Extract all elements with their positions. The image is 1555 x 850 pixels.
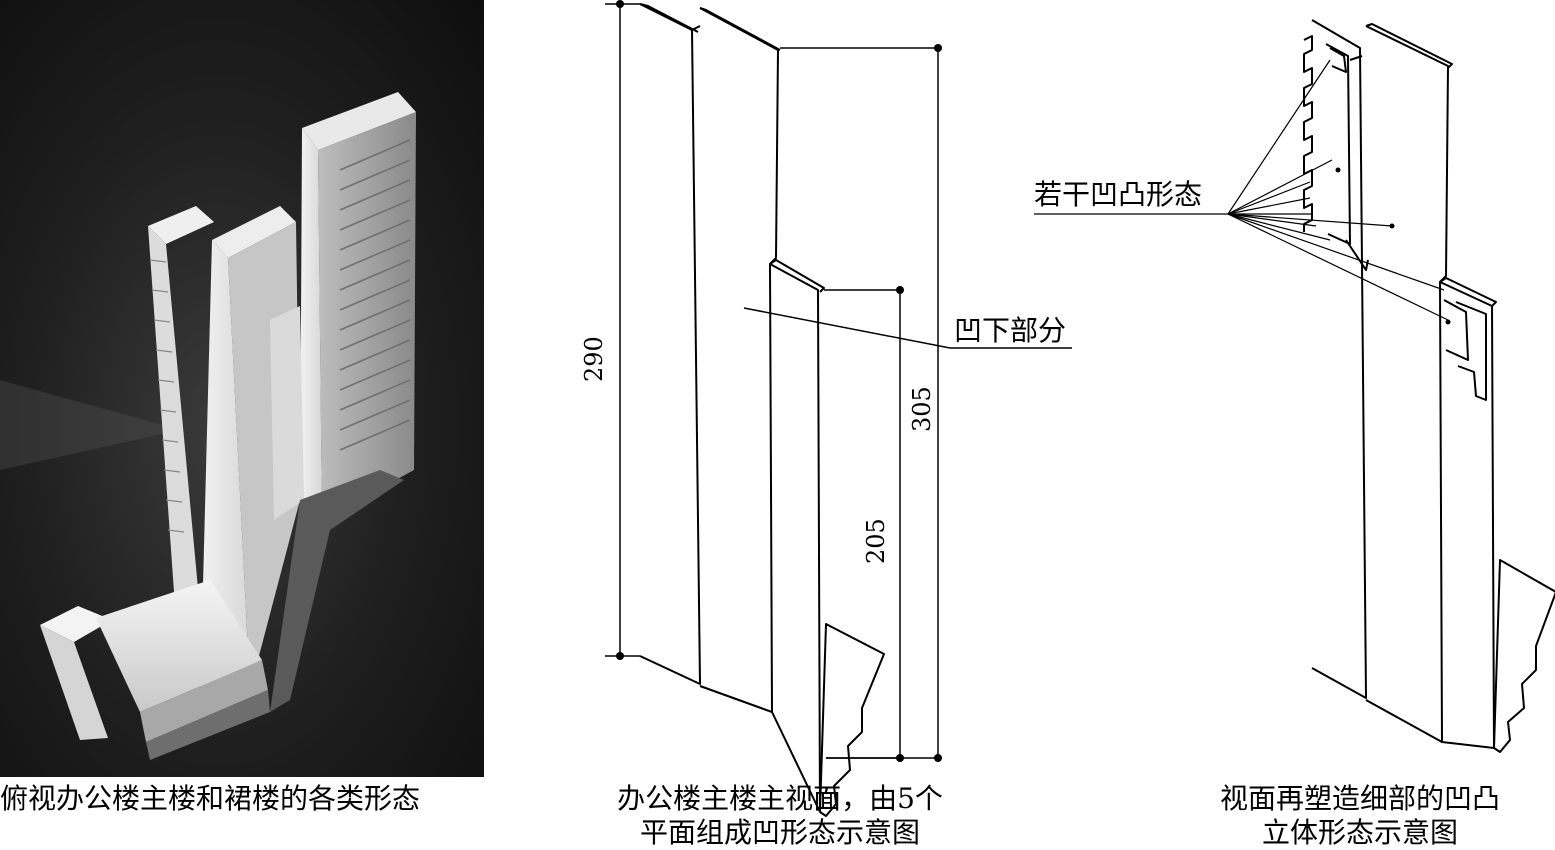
detail-panel-3 — [1439, 281, 1495, 749]
recess-callout-label: 凹下部分 — [954, 314, 1066, 347]
podium-base — [40, 580, 270, 760]
front-panel-3 — [769, 263, 821, 813]
recess-callout — [743, 307, 1072, 349]
dim-205-label: 205 — [862, 518, 890, 564]
front-view-drawing — [639, 3, 885, 817]
front-view-caption-line2: 平面组成凹形态示意图 — [639, 816, 920, 849]
dimension-lines — [605, 3, 940, 759]
building-model-photo — [0, 0, 484, 777]
relief-callout-dots — [1335, 167, 1451, 325]
front-notched-base — [819, 623, 885, 817]
dim-305-label: 305 — [908, 386, 936, 432]
podium-block — [270, 470, 404, 712]
detail-panel-2 — [1365, 25, 1449, 743]
light-haze — [0, 380, 180, 470]
detail-drawing — [1303, 19, 1555, 753]
detail-caption-line2: 立体形态示意图 — [1261, 816, 1458, 849]
relief-callout-label: 若干凹凸形态 — [1034, 178, 1202, 211]
front-panel-1 — [639, 3, 701, 685]
left-narrow-tower — [148, 206, 214, 620]
dimension-dots — [616, 0, 942, 762]
front-view-caption-line1: 办公楼主楼主视面，由5个 — [617, 782, 943, 815]
dim-290-label: 290 — [580, 336, 608, 382]
tall-tower — [300, 92, 416, 520]
detail-panel-1 — [1311, 19, 1367, 699]
relief-callout — [1034, 59, 1449, 321]
detail-inner-strip — [1325, 43, 1351, 245]
detail-notched-base — [1493, 559, 1555, 753]
detail-notch-teeth — [1303, 35, 1313, 232]
detail-caption-line1: 视面再塑造细部的凹凸 — [1219, 782, 1500, 815]
front-panel-2 — [699, 7, 779, 713]
photo-caption: 俯视办公楼主楼和裙楼的各类形态 — [0, 782, 421, 815]
